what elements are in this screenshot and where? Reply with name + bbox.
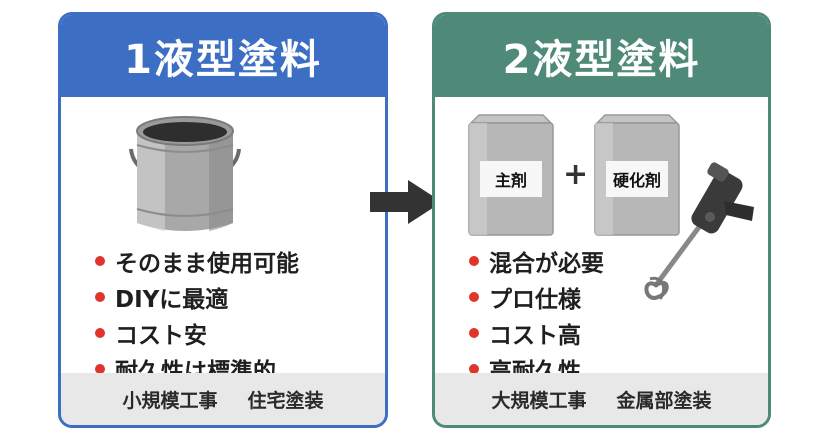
list-item: コスト安 [95, 315, 299, 351]
feature-text: コスト安 [115, 323, 207, 349]
usage-text: 金属部塗装 [616, 389, 712, 412]
one-part-usage-footer: 小規模工事 住宅塗装 [61, 373, 385, 425]
bullet-icon [469, 364, 479, 374]
hardener-label: 硬化剤 [606, 161, 668, 197]
one-part-paint-card: 1液型塗料 そのまま使用可能 DIYに最適 コスト安 耐久性は標準的 小規模工事… [58, 12, 388, 428]
drill-mixer-icon [640, 157, 760, 307]
plus-sign: + [563, 157, 589, 192]
feature-text: コスト高 [489, 323, 581, 349]
two-part-usage-footer: 大規模工事 金属部塗装 [435, 373, 768, 425]
one-part-feature-list: そのまま使用可能 DIYに最適 コスト安 耐久性は標準的 [95, 243, 299, 387]
list-item: DIYに最適 [95, 279, 299, 315]
bullet-icon [95, 364, 105, 374]
paint-can-icon [125, 105, 245, 235]
bullet-icon [469, 256, 479, 266]
list-item: コスト高 [469, 315, 604, 351]
two-part-paint-card: 2液型塗料 主剤 + 硬化剤 混合が必要 プロ仕様 コスト高 [432, 12, 771, 428]
one-part-paint-title: 1液型塗料 [61, 15, 385, 97]
bullet-icon [469, 292, 479, 302]
usage-text: 小規模工事 [122, 389, 218, 412]
bullet-icon [95, 328, 105, 338]
usage-text: 大規模工事 [491, 389, 587, 412]
bullet-icon [95, 292, 105, 302]
two-part-feature-list: 混合が必要 プロ仕様 コスト高 高耐久性 [469, 243, 604, 387]
list-item: 混合が必要 [469, 243, 604, 279]
feature-text: プロ仕様 [489, 287, 581, 313]
feature-text: 混合が必要 [489, 251, 604, 277]
feature-text: そのまま使用可能 [115, 251, 299, 277]
bullet-icon [95, 256, 105, 266]
list-item: プロ仕様 [469, 279, 604, 315]
arrow-right-icon [368, 178, 444, 230]
two-part-paint-title: 2液型塗料 [435, 15, 768, 97]
main-agent-label: 主剤 [480, 161, 542, 197]
list-item: そのまま使用可能 [95, 243, 299, 279]
feature-text: DIYに最適 [115, 287, 229, 313]
bullet-icon [469, 328, 479, 338]
usage-text: 住宅塗装 [247, 389, 324, 412]
